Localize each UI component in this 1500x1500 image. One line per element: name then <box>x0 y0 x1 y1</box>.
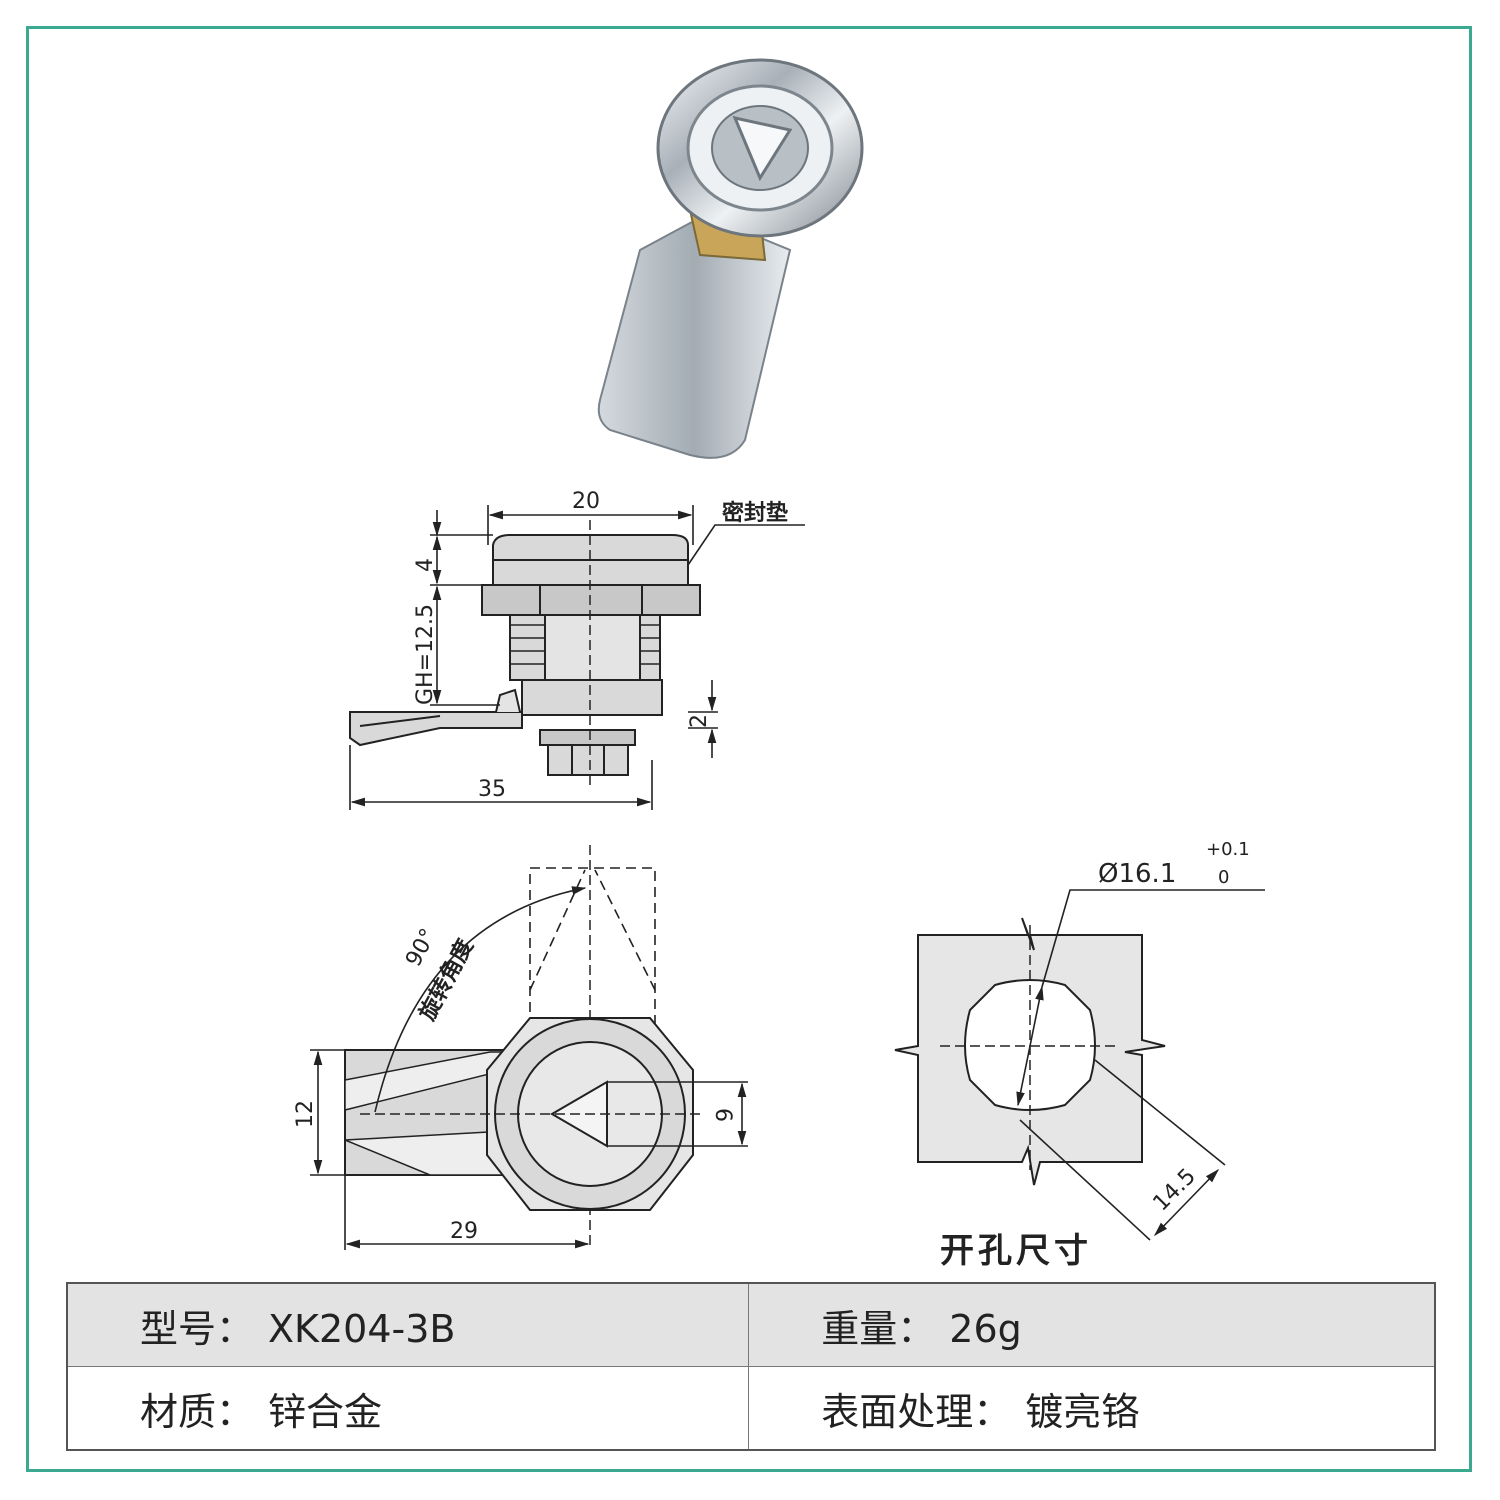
dim-cam-thickness-label: 2 <box>687 714 712 728</box>
side-view-dimensions <box>349 505 805 810</box>
front-view-dimensions <box>310 886 748 1250</box>
dim-tol-upper-label: +0.1 <box>1206 839 1250 860</box>
spec-cell-model: 型号： XK204-3B <box>66 1282 750 1367</box>
product-photo <box>597 58 864 459</box>
cutout-view <box>894 917 1166 1186</box>
spec-cell-finish: 表面处理： 镀亮铬 <box>748 1366 1436 1451</box>
dim-cap-label: 4 <box>413 558 438 572</box>
dim-front-length-label: 29 <box>450 1219 478 1244</box>
dim-diameter-label: Ø16.1 <box>1098 859 1176 889</box>
spec-cell-material: 材质： 锌合金 <box>66 1366 750 1451</box>
weight-label: 重量： <box>821 1306 936 1351</box>
cutout-caption: 开孔尺寸 <box>940 1231 1092 1271</box>
front-view <box>344 845 705 1250</box>
finish-value: 镀亮铬 <box>1025 1389 1140 1434</box>
dim-length-label: 35 <box>478 777 506 802</box>
spec-row: 材质： 锌合金 表面处理： 镀亮铬 <box>66 1366 1436 1451</box>
side-view <box>349 520 701 790</box>
weight-value: 26g <box>949 1306 1022 1351</box>
material-label: 材质： <box>140 1389 255 1434</box>
model-value: XK204-3B <box>268 1306 456 1351</box>
outer-frame <box>26 26 1472 1472</box>
spec-table: 型号： XK204-3B 重量： 26g 材质： 锌合金 表面处理： 镀亮铬 <box>66 1282 1436 1451</box>
spec-cell-weight: 重量： 26g <box>748 1282 1436 1367</box>
dim-triangle-label: 6 <box>710 1108 735 1122</box>
dim-tol-lower-label: 0 <box>1218 867 1229 888</box>
dim-cam-width-label: 12 <box>293 1100 318 1128</box>
dim-angle-label: 90° <box>401 925 441 971</box>
dim-grip-label: GH=12.5 <box>413 604 438 705</box>
cutout-dimensions <box>1016 889 1265 1241</box>
seal-label: 密封垫 <box>722 500 788 526</box>
material-value: 锌合金 <box>268 1389 383 1434</box>
dim-flat-label: 14.5 <box>1149 1164 1201 1216</box>
spec-row: 型号： XK204-3B 重量： 26g <box>66 1282 1436 1367</box>
finish-label: 表面处理： <box>821 1389 1012 1434</box>
model-label: 型号： <box>140 1306 255 1351</box>
dim-width-label: 20 <box>572 489 600 514</box>
